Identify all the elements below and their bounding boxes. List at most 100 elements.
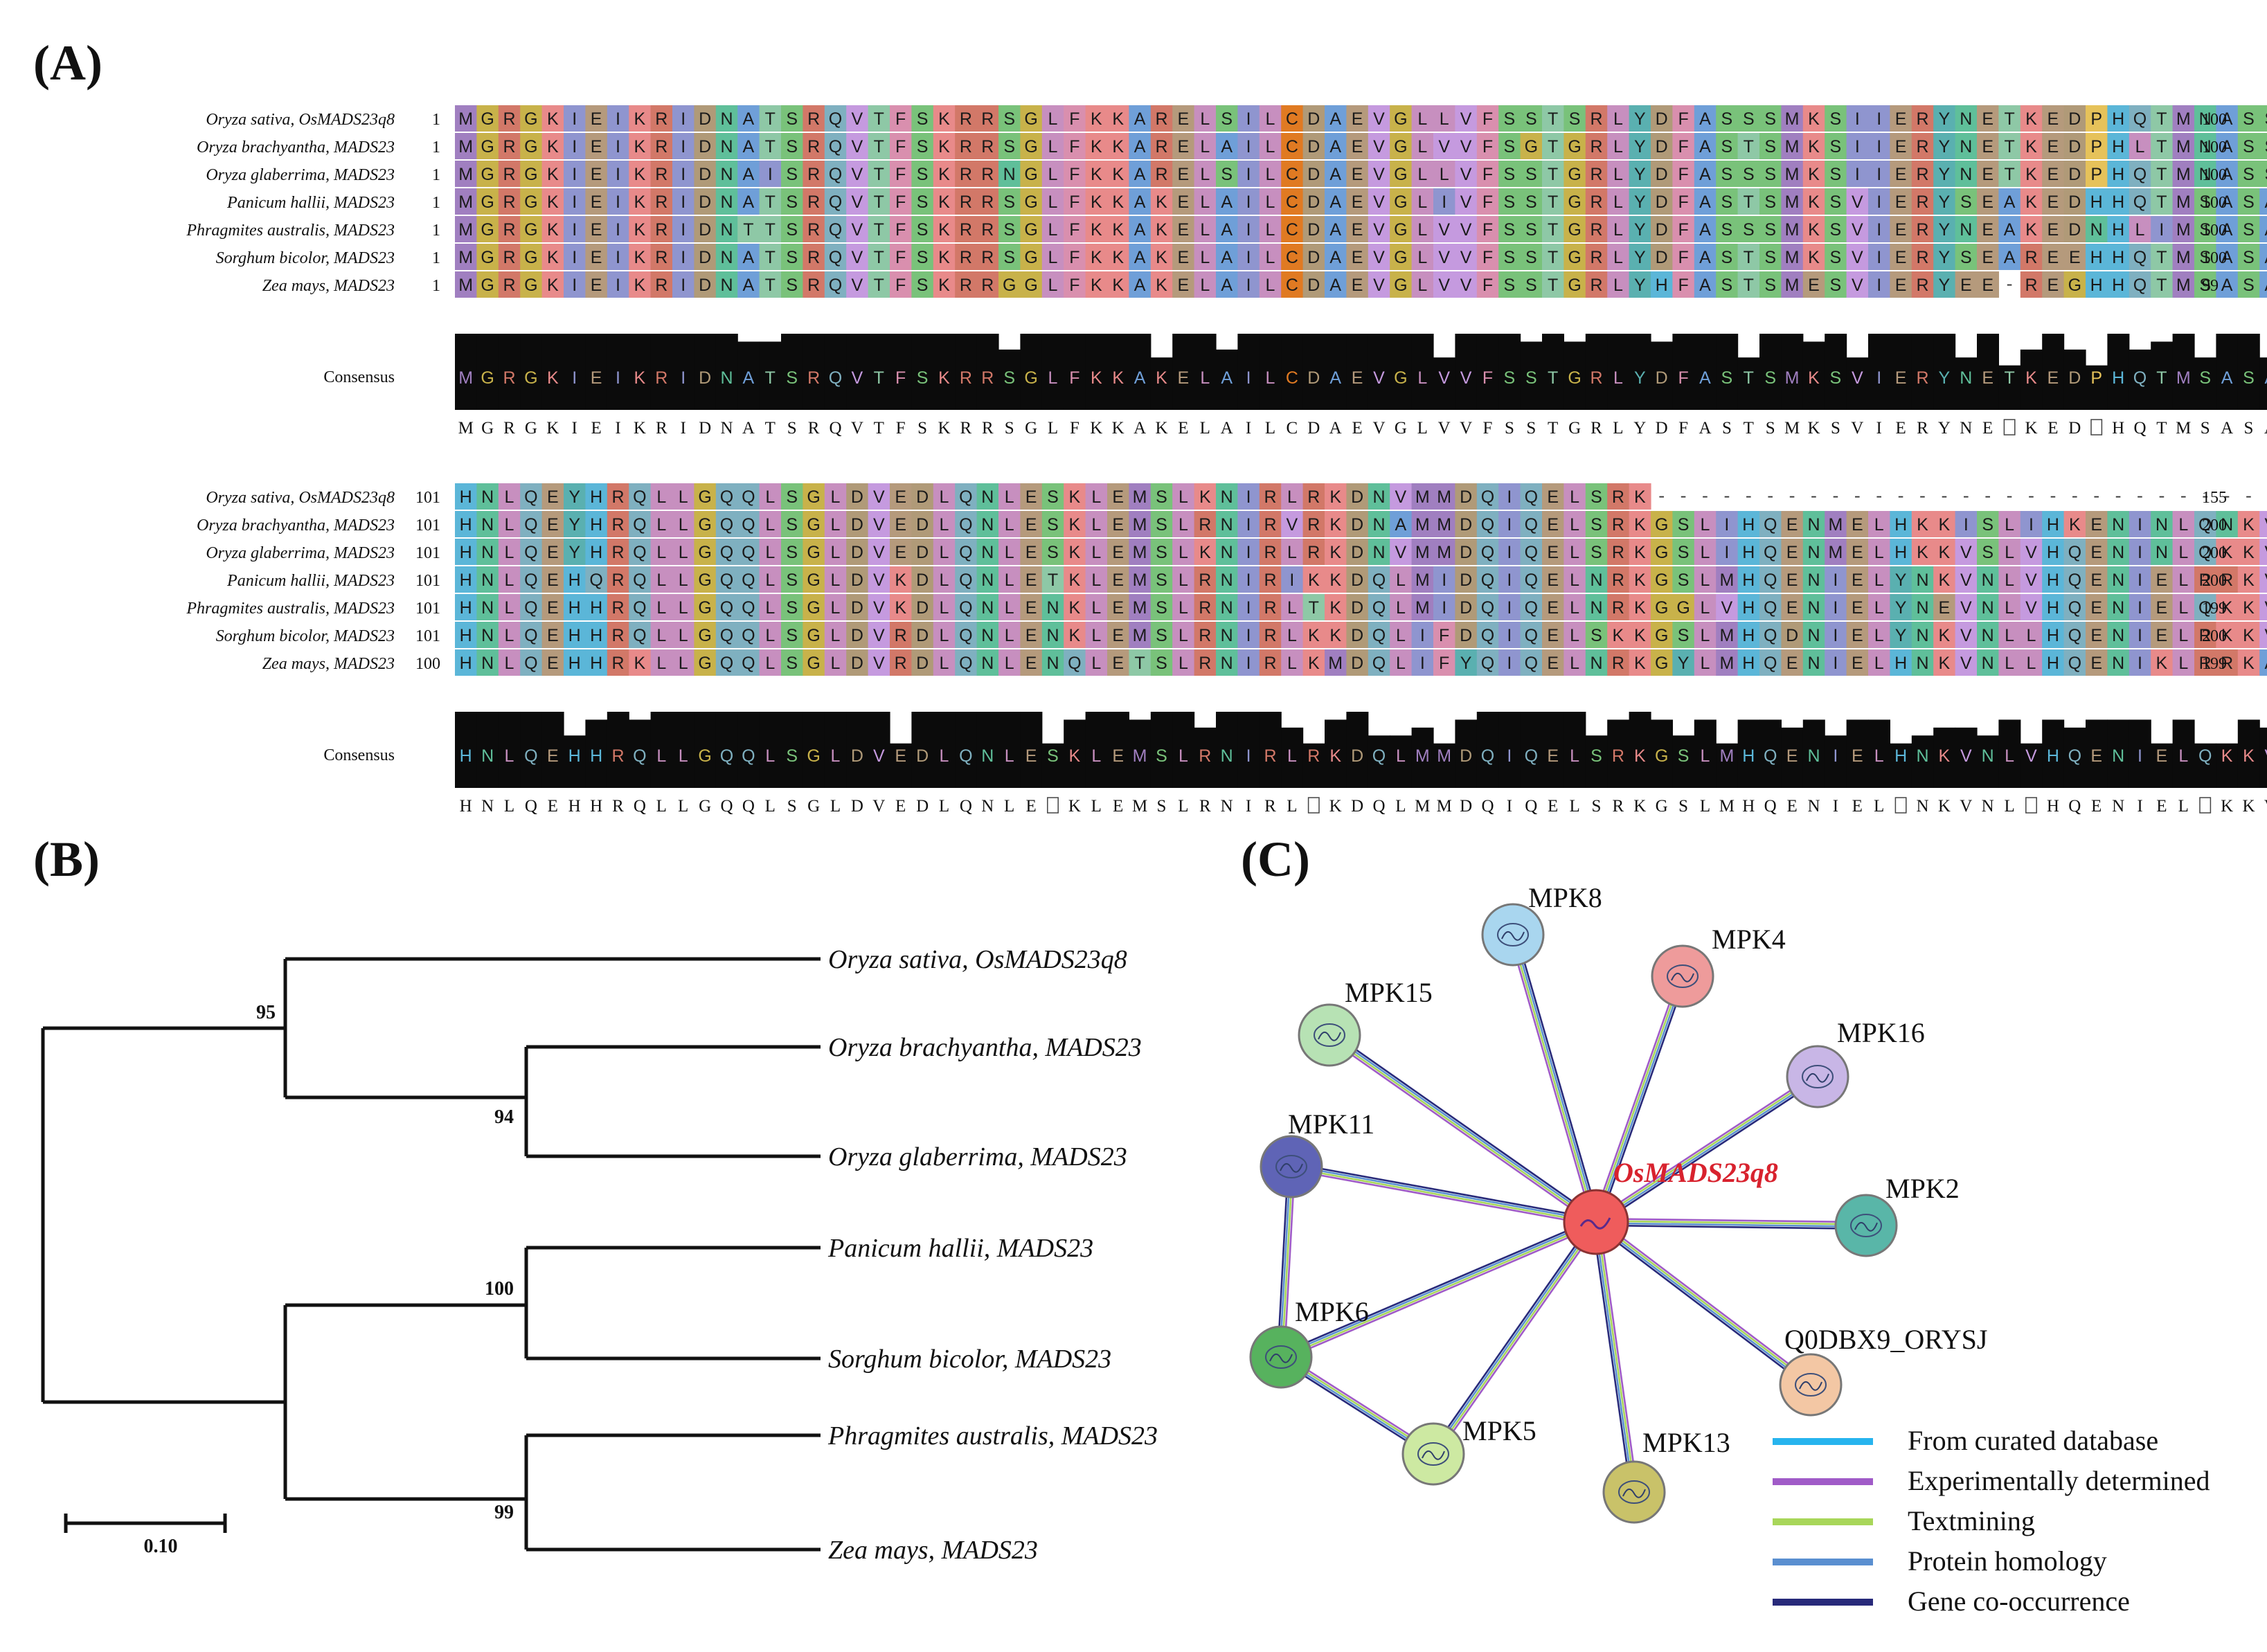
residue-char: E [1852, 654, 1863, 673]
residue-char: G [1394, 220, 1407, 240]
protein-node[interactable]: MPK5 [1401, 1415, 1536, 1486]
residue-char: Q [742, 626, 755, 645]
residue-cell [1781, 161, 1804, 187]
consensus-residue: K [1091, 368, 1102, 388]
residue-char: L [1417, 192, 1427, 212]
residue-char: N [981, 571, 994, 590]
residue-char: E [1025, 654, 1037, 673]
gap-char: - [1722, 488, 1732, 507]
residue-char: S [786, 137, 798, 156]
residue-char: H [590, 543, 602, 562]
bootstrap-value: 95 [256, 1002, 276, 1023]
residue-char: H [460, 515, 472, 535]
consensus-sequence-char: E [1025, 797, 1036, 816]
residue-char: L [1701, 571, 1710, 590]
residue-char: E [1352, 192, 1363, 212]
species-label: Zea mays, MADS23 [262, 277, 395, 295]
residue-char: L [1417, 248, 1427, 267]
residue-char: L [1005, 515, 1014, 535]
residue-cell [2151, 105, 2174, 132]
residue-char: G [1568, 276, 1581, 295]
gap-char: - [1939, 488, 1949, 507]
residue-char: N [1003, 165, 1016, 184]
residue-char: A [1134, 192, 1146, 212]
residue-char: K [1069, 598, 1081, 618]
residue-char: R [1264, 626, 1276, 645]
protein-node[interactable]: MPK4 [1651, 924, 1786, 1008]
residue-char: R [611, 487, 624, 507]
residue-cell [1890, 133, 1912, 159]
residue-char: N [1372, 515, 1385, 535]
consensus-residue: L [2178, 746, 2188, 766]
protein-node[interactable]: MPK16 [1786, 1017, 1925, 1108]
protein-node[interactable]: Q0DBX9_ORYSJ [1779, 1324, 1987, 1417]
residue-char: E [1939, 598, 1951, 618]
residue-cell [976, 188, 999, 215]
residue-char: T [874, 276, 884, 295]
residue-cell [1194, 188, 1217, 215]
residue-char: L [1005, 543, 1014, 562]
residue-char: M [2176, 220, 2191, 240]
consensus-sequence-char: K [2221, 797, 2233, 816]
residue-char: Q [2068, 654, 2081, 673]
residue-char: L [2005, 515, 2014, 535]
residue-char: V [1460, 220, 1472, 240]
consensus-sequence-char: S [787, 797, 797, 816]
residue-cell [2237, 133, 2260, 159]
residue-char: L [1287, 487, 1297, 507]
consensus-residue: S [1764, 368, 1776, 388]
residue-char: T [765, 220, 776, 240]
residue-char: K [1156, 248, 1167, 267]
residue-char: E [547, 626, 559, 645]
residue-char: K [1939, 543, 1951, 562]
residue-char: Q [2068, 626, 2081, 645]
residue-char: L [1440, 109, 1449, 129]
residue-char: L [2178, 515, 2188, 535]
residue-char: L [1701, 626, 1710, 645]
residue-cell [2020, 133, 2043, 159]
residue-char: L [656, 598, 666, 618]
residue-char: G [698, 543, 711, 562]
species-label: Oryza brachyantha, MADS23 [197, 138, 395, 156]
residue-char: H [2047, 543, 2059, 562]
residue-cell [998, 105, 1021, 132]
query-protein-node[interactable]: OsMADS23q8 [1563, 1157, 1778, 1255]
residue-char: V [1852, 220, 1863, 240]
protein-node[interactable]: MPK11 [1260, 1108, 1374, 1198]
residue-char: V [1960, 654, 1972, 673]
residue-char: E [1025, 515, 1037, 535]
residue-char: H [568, 571, 581, 590]
consensus-residue: R [1264, 746, 1276, 766]
residue-char: N [1221, 487, 1233, 507]
consensus-sequence-char: E [1178, 419, 1188, 438]
residue-cell [1346, 161, 1369, 187]
residue-cell [933, 188, 956, 215]
protein-node[interactable]: MPK2 [1834, 1173, 1960, 1257]
residue-char: S [1591, 487, 1602, 507]
residue-char: E [1547, 487, 1559, 507]
residue-char: E [591, 192, 602, 212]
residue-char: Q [829, 165, 842, 184]
residue-char: A [2265, 276, 2267, 295]
residue-char: R [960, 220, 972, 240]
residue-char: E [1852, 571, 1863, 590]
consensus-sequence-char: A [1221, 419, 1233, 438]
residue-char: Q [720, 571, 733, 590]
protein-node[interactable]: MPK15 [1298, 977, 1433, 1067]
residue-char: E [591, 165, 602, 184]
residue-char: Q [1525, 598, 1538, 618]
protein-node[interactable]: MPK13 [1602, 1427, 1730, 1524]
residue-cell [1064, 105, 1086, 132]
residue-char: Q [633, 598, 646, 618]
residue-char: E [1852, 598, 1863, 618]
legend-label: Gene co-occurrence [1908, 1586, 2130, 1617]
residue-char: D [851, 487, 863, 507]
protein-node[interactable]: MPK8 [1481, 882, 1602, 967]
residue-char: I [1246, 515, 1251, 535]
residue-char: L [679, 487, 688, 507]
residue-char: L [505, 626, 514, 645]
residue-char: E [1352, 248, 1363, 267]
residue-char: Y [1460, 654, 1472, 673]
